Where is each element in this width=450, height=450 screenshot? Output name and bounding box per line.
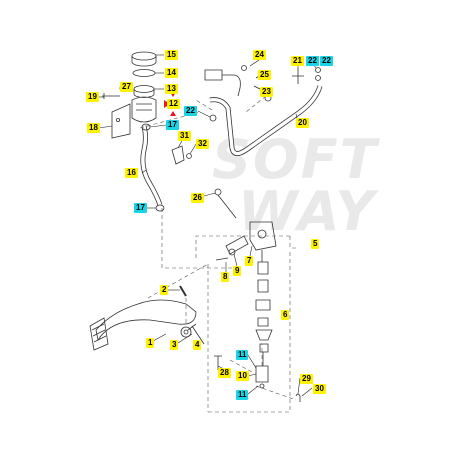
pedal-pin xyxy=(179,285,187,297)
callout-29[interactable]: 29 xyxy=(300,374,313,384)
callout-24[interactable]: 24 xyxy=(253,50,266,60)
callout-30[interactable]: 30 xyxy=(313,384,326,394)
pedal-tread xyxy=(89,317,109,351)
hose-clip xyxy=(171,145,185,165)
cap-plate xyxy=(132,69,156,77)
cotter-pin xyxy=(295,393,301,402)
piston xyxy=(257,279,269,293)
banjo-bolt-21 xyxy=(292,68,304,84)
callout-4[interactable]: 4 xyxy=(193,340,202,350)
callout-32[interactable]: 32 xyxy=(196,139,209,149)
assembly-box xyxy=(207,250,291,413)
callout-26[interactable]: 26 xyxy=(191,193,204,203)
clevis xyxy=(255,365,269,383)
callout-19[interactable]: 19 xyxy=(86,92,99,102)
callout-22-right[interactable]: 22 xyxy=(320,56,333,66)
callout-1[interactable]: 1 xyxy=(146,338,155,348)
pedal-pivot xyxy=(180,326,192,338)
callout-25[interactable]: 25 xyxy=(258,70,271,80)
callout-9[interactable]: 9 xyxy=(233,266,242,276)
callout-8[interactable]: 8 xyxy=(221,272,230,282)
callout-2[interactable]: 2 xyxy=(160,285,169,295)
callout-3[interactable]: 3 xyxy=(170,340,179,350)
callout-12[interactable]: 12 xyxy=(167,99,180,109)
callout-11-upper[interactable]: 11 xyxy=(236,350,249,360)
hose-clamp-lower xyxy=(155,204,165,212)
diaphragm xyxy=(133,85,155,93)
callout-23[interactable]: 23 xyxy=(260,87,273,97)
callout-22-mid[interactable]: 22 xyxy=(306,56,319,66)
callout-18[interactable]: 18 xyxy=(87,123,100,133)
bolt-19 xyxy=(102,93,120,99)
circlip xyxy=(257,317,269,327)
brake-pedal xyxy=(95,299,197,342)
callout-31[interactable]: 31 xyxy=(178,131,191,141)
callout-20[interactable]: 20 xyxy=(296,118,309,128)
callout-16[interactable]: 16 xyxy=(125,168,138,178)
callout-14[interactable]: 14 xyxy=(165,68,178,78)
callout-17-lower[interactable]: 17 xyxy=(134,203,147,213)
watermark-line1: SOFT xyxy=(212,128,379,191)
callout-5[interactable]: 5 xyxy=(311,239,320,249)
spring xyxy=(255,299,271,311)
reservoir-tank xyxy=(131,96,157,123)
callout-11-lower[interactable]: 11 xyxy=(236,390,249,400)
master-cylinder xyxy=(249,221,277,251)
watermark-line2: WAY xyxy=(238,180,377,243)
callout-5-bracket xyxy=(195,235,296,258)
reservoir-cap xyxy=(131,51,157,61)
callout-28[interactable]: 28 xyxy=(218,368,231,378)
bolt-28 xyxy=(214,355,222,370)
reservoir-cap-body xyxy=(131,56,157,67)
callout-17-upper[interactable]: 17 xyxy=(166,120,179,130)
reservoir-bracket xyxy=(111,103,131,139)
callout-22-left[interactable]: 22 xyxy=(184,106,197,116)
callout-27[interactable]: 27 xyxy=(120,82,133,92)
pivot-bolt xyxy=(187,323,205,345)
callout-6[interactable]: 6 xyxy=(281,310,290,320)
callout-7[interactable]: 7 xyxy=(245,256,254,266)
brake-switch xyxy=(204,69,223,81)
boot xyxy=(255,329,273,341)
callout-10[interactable]: 10 xyxy=(236,371,249,381)
callout-13[interactable]: 13 xyxy=(165,84,178,94)
callout-15[interactable]: 15 xyxy=(165,50,178,60)
piston-seal-a xyxy=(257,261,269,275)
callout-21[interactable]: 21 xyxy=(291,56,304,66)
